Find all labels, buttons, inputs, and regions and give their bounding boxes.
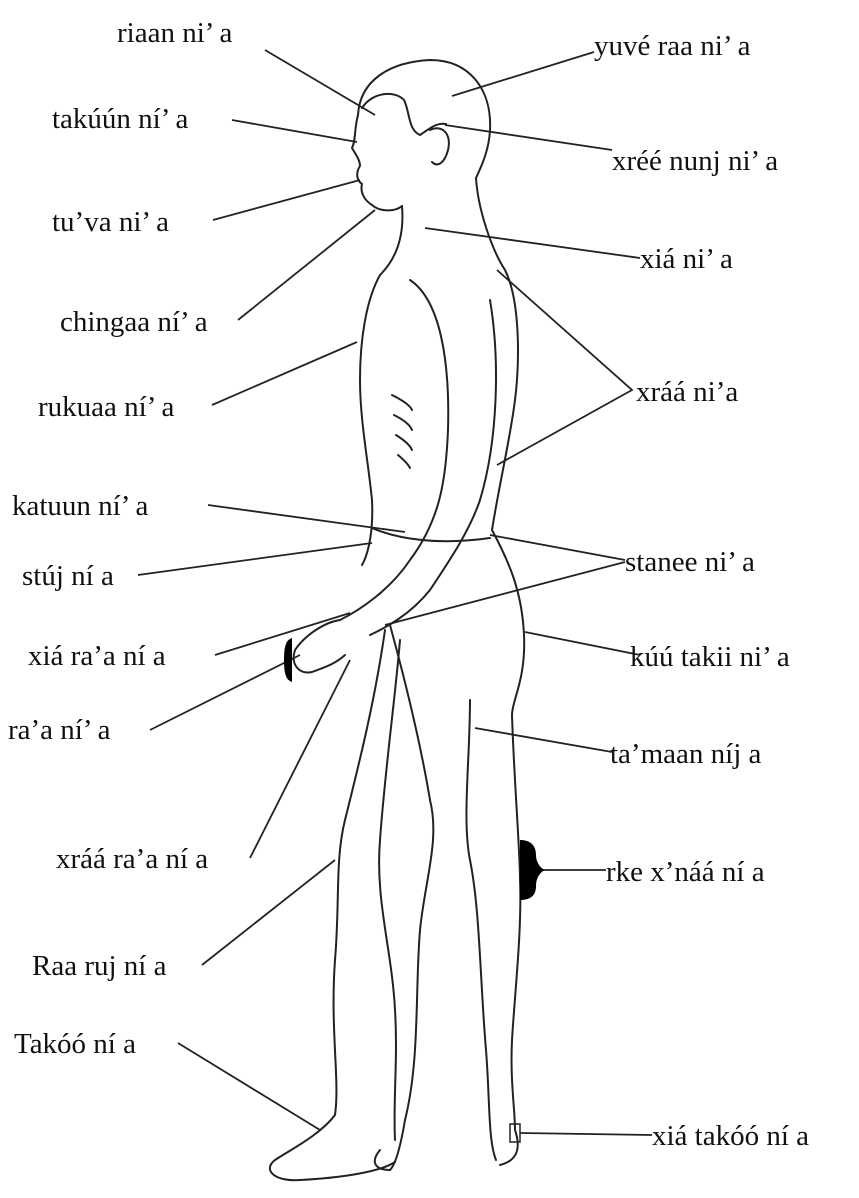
label-xia-takoo: xiá takóó ní a: [652, 1122, 809, 1151]
label-raa-ruj: Raa ruj ní a: [32, 952, 166, 981]
label-raa: ra’a ní’ a: [8, 716, 111, 745]
ear-outline: [430, 128, 449, 164]
label-tuva: tu’va ni’ a: [52, 208, 169, 237]
label-xia: xiá ni’ a: [640, 245, 733, 274]
front-leg-inner: [466, 700, 496, 1160]
label-stuj: stúj ní a: [22, 562, 114, 591]
label-xia-raa: xiá ra’a ní a: [28, 642, 166, 671]
label-stanee: stanee ni’ a: [625, 548, 755, 577]
front-outline: [360, 206, 402, 565]
label-xraa: xráá ni’a: [636, 378, 738, 407]
label-kuu-takii: kúú takii ni’ a: [630, 643, 790, 672]
human-figure: [270, 60, 524, 1180]
label-katuun: katuun ní’ a: [12, 492, 148, 521]
label-xraa-raa: xráá ra’a ní a: [56, 845, 208, 874]
label-xree-nunj: xréé nunj ni’ a: [612, 147, 778, 176]
label-chingaa: chingaa ní’ a: [60, 308, 208, 337]
label-takoo: Takóó ní a: [14, 1030, 136, 1059]
label-rke-xnaa: rke x’náá ní a: [606, 858, 765, 887]
label-takuun: takúún ní’ a: [52, 105, 188, 134]
front-leg-outline: [375, 625, 434, 1170]
back-leg-inner: [379, 640, 400, 1140]
label-riaan: riaan ni’ a: [117, 19, 232, 48]
label-yuve-raa: yuvé raa ni’ a: [594, 32, 750, 61]
back-leg-outline: [270, 630, 395, 1180]
leader-lines: [138, 50, 652, 1142]
label-rukuaa: rukuaa ní’ a: [38, 393, 174, 422]
label-tamaan: ta’maan níj a: [610, 740, 761, 769]
rib-lines: [392, 395, 412, 468]
